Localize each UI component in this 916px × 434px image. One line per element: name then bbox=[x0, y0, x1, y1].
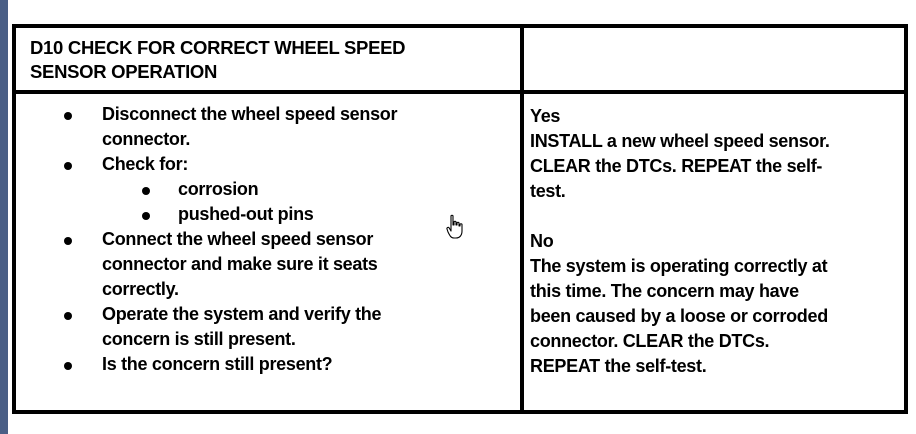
list-item: Is the concern still present? bbox=[16, 352, 462, 377]
bullet-icon bbox=[64, 112, 72, 120]
yes-text: test. bbox=[530, 181, 566, 201]
no-text: connector. CLEAR the DTCs. bbox=[530, 331, 770, 351]
bullet-icon bbox=[64, 162, 72, 170]
step-text: Disconnect the wheel speed sensor bbox=[102, 104, 398, 124]
window-left-edge bbox=[0, 0, 8, 434]
column-divider bbox=[520, 28, 524, 410]
title-line: SENSOR OPERATION bbox=[30, 61, 218, 82]
step-text: connector. bbox=[102, 129, 191, 149]
step-text: Is the concern still present? bbox=[102, 354, 333, 374]
list-item: pushed-out pins bbox=[16, 202, 498, 227]
hand-pointer-icon bbox=[446, 214, 463, 239]
step-text: Operate the system and verify the bbox=[102, 304, 382, 324]
no-text: this time. The concern may have bbox=[530, 281, 799, 301]
results-column: Yes INSTALL a new wheel speed sensor. CL… bbox=[530, 104, 902, 379]
bullet-icon bbox=[64, 312, 72, 320]
spacer bbox=[530, 204, 902, 229]
bullet-icon bbox=[64, 362, 72, 370]
step-text: concern is still present. bbox=[102, 329, 296, 349]
bullet-icon bbox=[142, 212, 150, 220]
step-text: corrosion bbox=[178, 179, 259, 199]
list-item: corrosion bbox=[16, 177, 498, 202]
yes-label: Yes bbox=[530, 106, 561, 126]
yes-text: INSTALL a new wheel speed sensor. bbox=[530, 131, 830, 151]
list-item: Operate the system and verify the concer… bbox=[16, 302, 462, 352]
step-text: Check for: bbox=[102, 154, 189, 174]
step-text: connector and make sure it seats bbox=[102, 254, 378, 274]
no-text: been caused by a loose or corroded bbox=[530, 306, 828, 326]
step-text: pushed-out pins bbox=[178, 204, 314, 224]
bullet-icon bbox=[64, 237, 72, 245]
bullet-icon bbox=[142, 187, 150, 195]
title-line: D10 CHECK FOR CORRECT WHEEL SPEED bbox=[30, 37, 406, 58]
yes-text: CLEAR the DTCs. REPEAT the self- bbox=[530, 156, 823, 176]
row-divider bbox=[16, 90, 904, 94]
list-item: Connect the wheel speed sensor connector… bbox=[16, 227, 462, 302]
no-text: The system is operating correctly at bbox=[530, 256, 828, 276]
list-item: Check for: bbox=[16, 152, 462, 177]
no-text: REPEAT the self-test. bbox=[530, 356, 707, 376]
sub-list: corrosion pushed-out pins bbox=[16, 177, 516, 227]
test-step-title: D10 CHECK FOR CORRECT WHEEL SPEED SENSOR… bbox=[30, 36, 510, 84]
diagnostic-table: D10 CHECK FOR CORRECT WHEEL SPEED SENSOR… bbox=[12, 24, 908, 414]
step-text: correctly. bbox=[102, 279, 179, 299]
list-item: Disconnect the wheel speed sensor connec… bbox=[16, 102, 462, 152]
step-text: Connect the wheel speed sensor bbox=[102, 229, 374, 249]
procedure-steps: Disconnect the wheel speed sensor connec… bbox=[16, 102, 516, 377]
no-label: No bbox=[530, 231, 554, 251]
